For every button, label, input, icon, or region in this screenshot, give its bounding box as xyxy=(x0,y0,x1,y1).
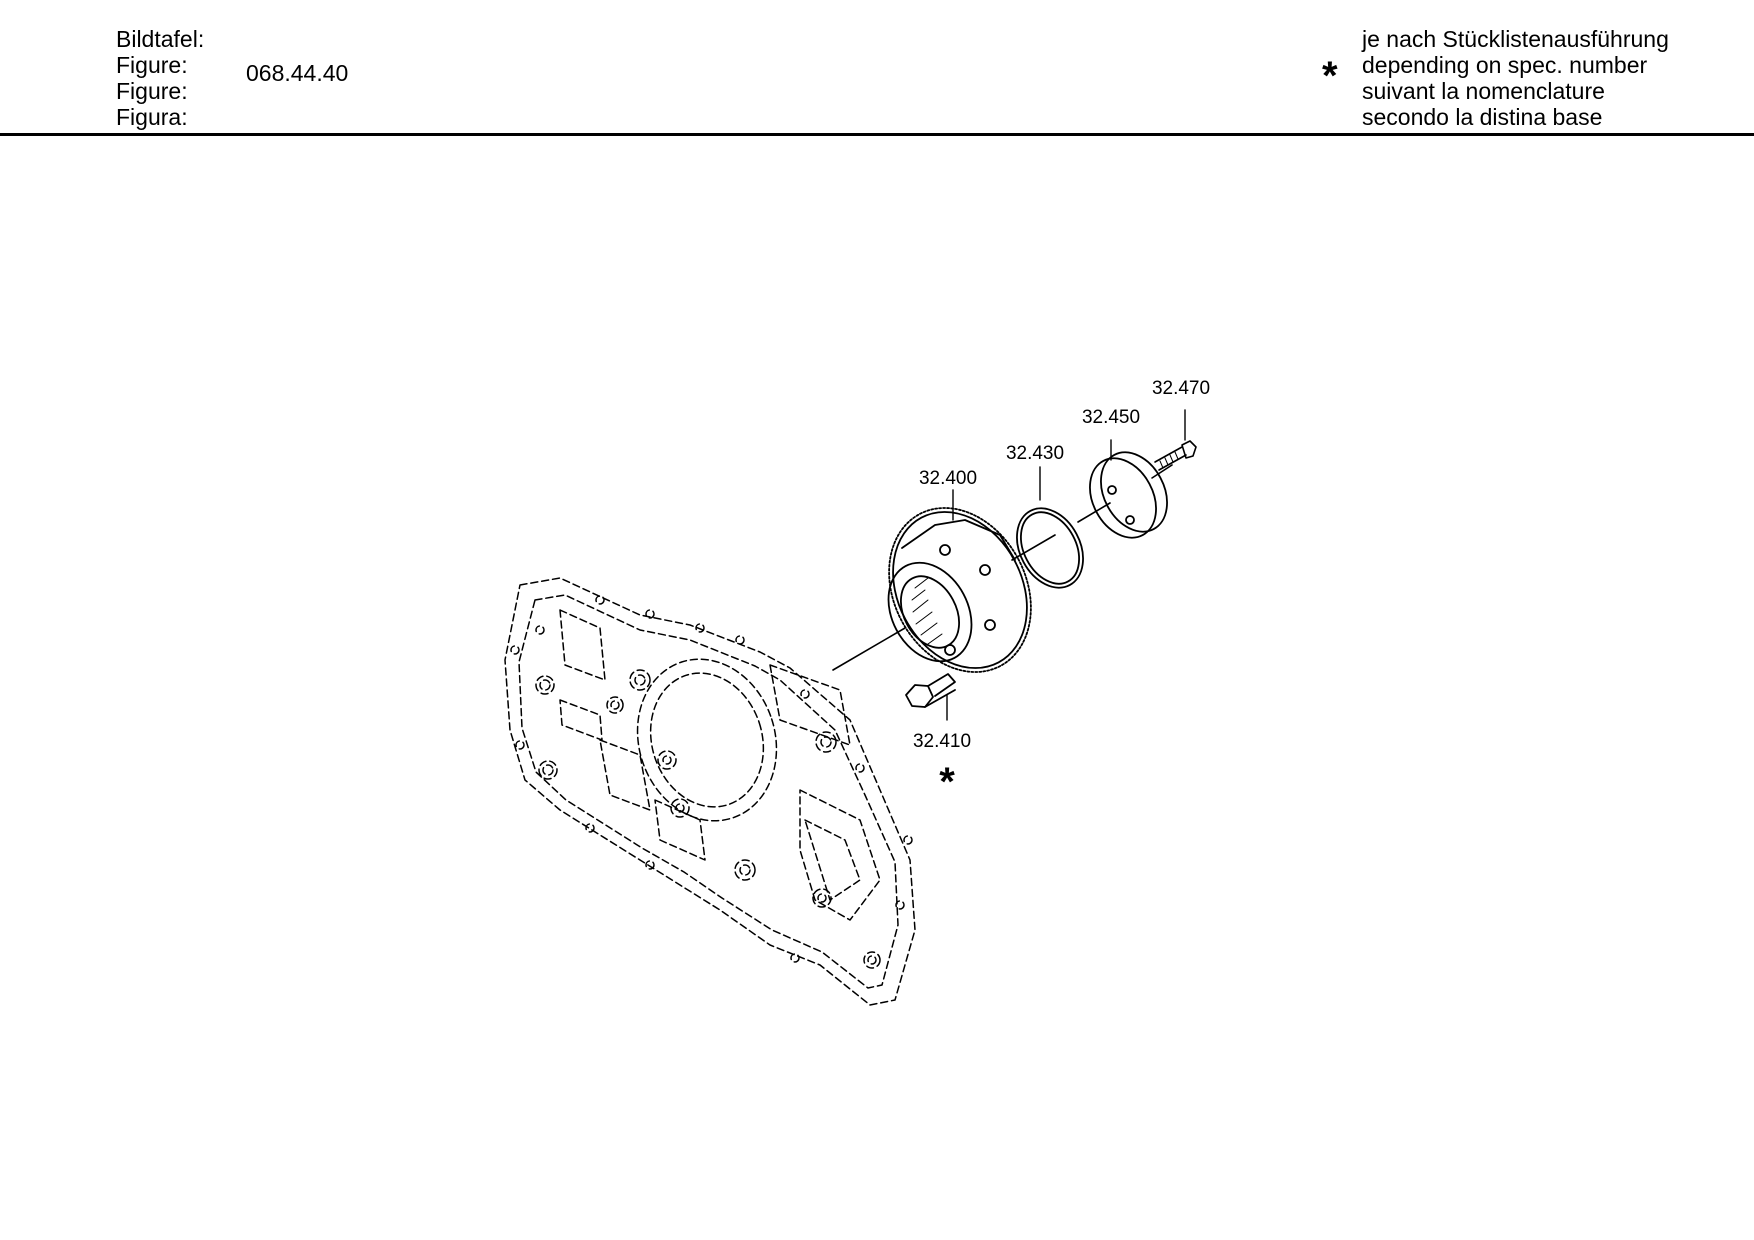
part-32450-cover xyxy=(1089,451,1168,539)
legend-text: je nach Stücklistenausführung depending … xyxy=(1362,26,1669,130)
label-32400: 32.400 xyxy=(919,468,977,489)
legend-line-en: depending on spec. number xyxy=(1362,52,1648,78)
part-32430-o-ring xyxy=(1016,507,1084,589)
legend-asterisk: * xyxy=(1322,54,1338,98)
part-32470-screw xyxy=(1154,440,1197,471)
assembly-axis xyxy=(832,464,1173,671)
part-32400-flange xyxy=(887,507,1032,673)
label-32450: 32.450 xyxy=(1082,407,1140,428)
label-32410-asterisk: * xyxy=(939,760,955,804)
header-divider xyxy=(0,133,1754,136)
header-label-figure-en: Figure: xyxy=(116,52,188,78)
part-32410-bolt xyxy=(905,673,956,708)
label-32430: 32.430 xyxy=(1006,443,1064,464)
legend-line-fr: suivant la nomenclature xyxy=(1362,78,1605,104)
header-label-figure-fr: Figure: xyxy=(116,78,188,104)
label-32470: 32.470 xyxy=(1152,378,1210,399)
legend-line-de: je nach Stücklistenausführung xyxy=(1362,26,1669,52)
header-label-figura: Figura: xyxy=(116,104,188,130)
leader-lines xyxy=(946,409,1186,721)
figure-number: 068.44.40 xyxy=(246,60,349,86)
transmission-housing xyxy=(504,577,916,1006)
header-labels: Bildtafel: Figure: Figure: Figura: xyxy=(116,26,204,130)
legend-line-it: secondo la distina base xyxy=(1362,104,1603,130)
label-32410: 32.410 xyxy=(913,731,971,752)
header-label-bildtafel: Bildtafel: xyxy=(116,26,205,52)
